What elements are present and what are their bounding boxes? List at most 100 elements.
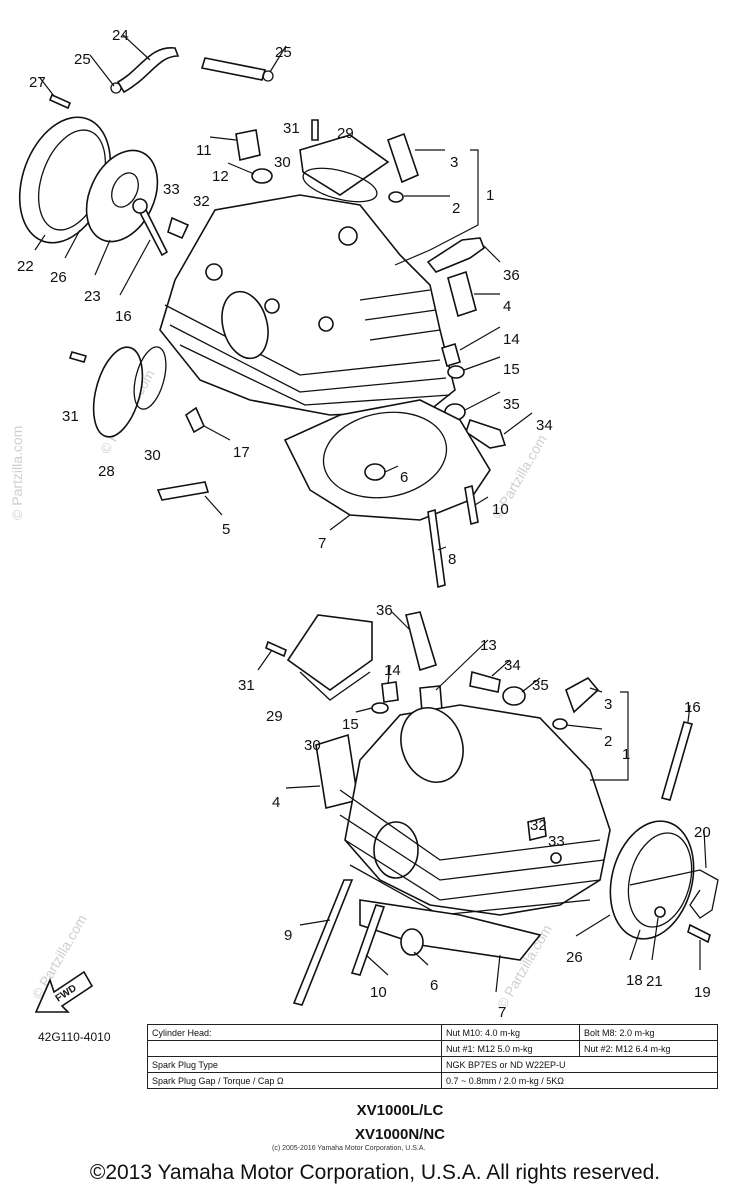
leader-27 (39, 77, 55, 97)
callout-lower-16: 16 (684, 699, 701, 716)
spark-plug-36 (426, 237, 485, 273)
leader-35 (464, 391, 501, 411)
leader-26 (64, 229, 81, 259)
callout-upper-6: 6 (400, 469, 408, 486)
leader-7 (329, 514, 351, 531)
nut-11 (235, 129, 261, 161)
hose-clamp (110, 82, 122, 94)
callout-upper-34: 34 (536, 417, 553, 434)
callout-upper-3: 3 (450, 154, 458, 171)
model-line-2: XV1000N/NC (354, 1126, 446, 1143)
screw-21 (654, 906, 666, 918)
breather-plate-hole (111, 172, 139, 208)
leader-l9 (299, 919, 331, 926)
fin-5 (364, 309, 437, 321)
leader-l18 (629, 929, 641, 961)
spec-label: Spark Plug Type (147, 1056, 442, 1073)
side-port-lower (373, 821, 419, 879)
bracket-20 (629, 869, 719, 919)
spec-value: Nut M10: 4.0 m-kg (441, 1024, 580, 1041)
leader-15 (463, 356, 501, 371)
callout-upper-27: 27 (29, 74, 46, 91)
callout-lower-26: 26 (566, 949, 583, 966)
callout-lower-33: 33 (548, 833, 565, 850)
leader-24 (122, 34, 151, 61)
callout-upper-22: 22 (17, 258, 34, 275)
callout-upper-33: 33 (163, 181, 180, 198)
breather-hose-2 (200, 57, 267, 81)
upper-leader-lines (34, 34, 533, 551)
callout-lower-10: 10 (370, 984, 387, 1001)
copyright-footer: ©2013 Yamaha Motor Corporation, U.S.A. A… (89, 1161, 661, 1184)
small-copyright: (c) 2005-2016 Yamaha Motor Corporation, … (272, 1145, 426, 1152)
valve-cover-29 (299, 134, 390, 196)
dowel-17 (184, 406, 206, 434)
bolt-27 (48, 93, 72, 110)
callout-upper-4: 4 (503, 298, 511, 315)
spec-value: Nut #1: M12 5.0 m-kg (441, 1040, 580, 1057)
stud-bolt-16-lower (661, 721, 693, 801)
side-cover-18-inner (627, 832, 693, 928)
clip-32 (167, 216, 190, 240)
spec-value: NGK BP7ES or ND W22EP-U (441, 1056, 718, 1073)
exhaust-port-lower (400, 707, 464, 783)
stud-9 (292, 879, 354, 1006)
leader-l2 (565, 724, 603, 730)
leader-l34 (491, 659, 511, 677)
nut-14 (441, 342, 461, 368)
watermark-1: © Partzilla.com (9, 426, 25, 520)
callout-lower-6: 6 (430, 977, 438, 994)
washer-12 (251, 168, 273, 184)
leader-16 (119, 239, 151, 296)
callout-upper-28: 28 (98, 463, 115, 480)
callout-lower-34: 34 (504, 657, 521, 674)
pipe-5 (156, 481, 210, 501)
leader-5 (204, 495, 223, 516)
callout-upper-14: 14 (503, 331, 520, 348)
union-bolt-34-lower (469, 670, 501, 693)
leader-l4 (285, 785, 321, 789)
spec-value-2: Nut #2: M12 6.4 m-kg (579, 1040, 718, 1057)
leader-25b (269, 45, 287, 73)
fin-l1 (339, 789, 601, 861)
spec-value-2: Bolt M8: 2.0 m-kg (579, 1024, 718, 1041)
circlip-2-lower (552, 718, 568, 730)
callout-upper-8: 8 (448, 551, 456, 568)
bolt-31 (311, 119, 319, 141)
callout-lower-36: 36 (376, 602, 393, 619)
callout-upper-23: 23 (84, 288, 101, 305)
callout-lower-9: 9 (284, 927, 292, 944)
callout-lower-19: 19 (694, 984, 711, 1001)
leader-l21 (651, 917, 659, 961)
stud-bolt-16-head (132, 198, 148, 214)
side-cover-28 (92, 346, 144, 438)
callout-lower-13: 13 (480, 637, 497, 654)
callout-lower-7: 7 (498, 1004, 506, 1021)
bolt-19 (687, 923, 711, 944)
dowel-4-lower (315, 733, 359, 809)
valve-cover-29-lower (286, 614, 373, 691)
leader-17 (203, 425, 231, 441)
leader-10 (474, 496, 489, 506)
valve-guide-3 (386, 132, 419, 184)
callout-lower-2: 2 (604, 733, 612, 750)
callout-upper-15: 15 (503, 361, 520, 378)
diagram-code: 42G110-4010 (38, 1030, 111, 1044)
hose-clamp-2 (262, 70, 274, 82)
screw-33-lower (550, 852, 562, 864)
leader-l15 (355, 707, 373, 713)
leader-l35 (521, 677, 541, 693)
leader-23 (94, 239, 111, 276)
valve-guide-3-lower (565, 676, 600, 714)
leader-6 (384, 465, 399, 473)
leader-l7 (495, 954, 501, 993)
leader-l31 (257, 649, 273, 671)
o-ring-30 (302, 167, 378, 203)
spec-label: Spark Plug Gap / Torque / Cap Ω (147, 1072, 442, 1089)
leader-1 (394, 149, 479, 266)
callout-upper-36: 36 (503, 267, 520, 284)
